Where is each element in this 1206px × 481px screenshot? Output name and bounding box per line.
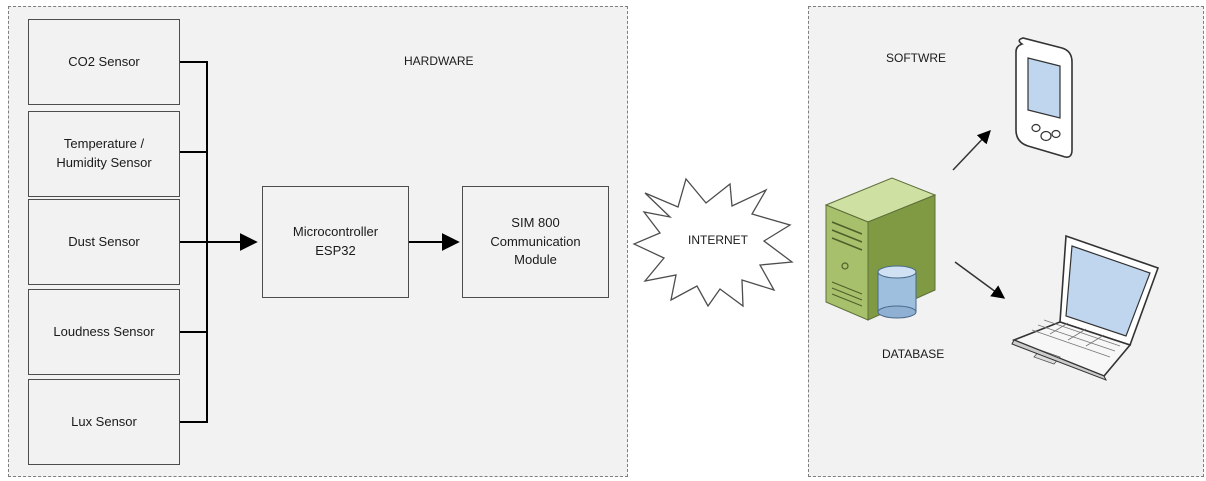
loudness-sensor-box: Loudness Sensor (28, 289, 180, 375)
server-to-phone-arrow (952, 130, 991, 171)
server-database-icon (824, 177, 937, 321)
software-label: SOFTWRE (886, 51, 946, 65)
hardware-label: HARDWARE (404, 54, 474, 68)
server-to-laptop-arrow (954, 261, 1006, 299)
lux-sensor-box: Lux Sensor (28, 379, 180, 465)
dust-sensor-box: Dust Sensor (28, 199, 180, 285)
co2-sensor-box: CO2 Sensor (28, 19, 180, 105)
laptop-icon (1011, 234, 1160, 381)
communication-module-box: SIM 800 Communication Module (462, 186, 609, 298)
temperature-humidity-sensor-box: Temperature / Humidity Sensor (28, 111, 180, 197)
mobile-phone-icon (1015, 37, 1073, 158)
internet-burst-icon (632, 177, 794, 308)
microcontroller-box: Microcontroller ESP32 (262, 186, 409, 298)
sensor-bus (180, 61, 258, 423)
database-label: DATABASE (882, 347, 945, 361)
internet-label: INTERNET (688, 233, 749, 247)
